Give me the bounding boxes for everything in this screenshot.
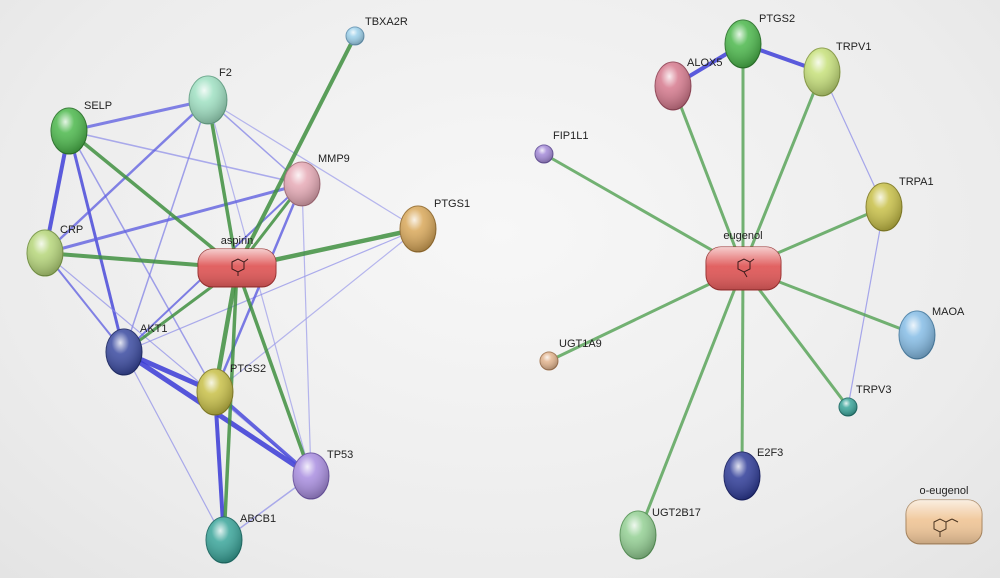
edge-aspirin-tbxa2r <box>235 35 357 269</box>
node-label: TRPA1 <box>899 176 934 188</box>
molecule-icon <box>231 258 249 276</box>
node-label: ALOX5 <box>687 57 722 69</box>
node-aspirin[interactable]: aspirin <box>197 235 277 288</box>
edge-f2-ptgs1 <box>207 99 419 230</box>
edge-eugenol-fip1l1 <box>543 152 744 270</box>
edge-crp-mmp9 <box>44 182 303 255</box>
node-selp[interactable]: SELP <box>50 100 112 155</box>
node-label: PTGS1 <box>434 198 470 210</box>
edge-eugenol-trpv3 <box>741 267 850 408</box>
node-label: PTGS2 <box>759 13 795 25</box>
node-label: MAOA <box>932 306 965 318</box>
edge-ptgs2-ptgs1 <box>214 228 419 393</box>
node-label: TRPV3 <box>856 384 891 396</box>
edge-selp-akt1 <box>67 130 126 353</box>
edge-ptgs2-abcb1 <box>213 391 226 541</box>
node-label: PTGS2 <box>230 363 266 375</box>
node-label: o-eugenol <box>920 485 969 497</box>
node-o-eugenol[interactable]: o-eugenol <box>905 485 983 545</box>
node-f2[interactable]: F2 <box>188 67 232 125</box>
node-tp53[interactable]: TP53 <box>292 449 353 500</box>
edge-eugenol-trpv1 <box>741 71 824 269</box>
node-label: TP53 <box>327 449 353 461</box>
right-network-edges <box>543 42 918 536</box>
node-label: F2 <box>219 67 232 79</box>
node-label: SELP <box>84 100 112 112</box>
edge-ptgs2-mmp9 <box>213 183 304 393</box>
node-label: MMP9 <box>318 153 350 165</box>
node-label: aspirin <box>221 235 253 247</box>
edge-akt1-abcb1 <box>123 351 225 541</box>
edge-eugenol-e2f3 <box>740 267 745 477</box>
node-label: CRP <box>60 224 83 236</box>
node-label: AKT1 <box>140 323 168 335</box>
node-label: E2F3 <box>757 447 783 459</box>
node-ptgs2-left[interactable]: PTGS2 <box>196 363 266 416</box>
edge-selp-mmp9 <box>68 130 303 185</box>
node-alox5[interactable]: ALOX5 <box>654 57 722 111</box>
molecule-icon <box>737 258 755 278</box>
edge-selp-f2 <box>68 98 209 133</box>
edge-aspirin-tp53 <box>235 267 313 477</box>
node-label: TRPV1 <box>836 41 871 53</box>
node-label: eugenol <box>723 230 762 242</box>
node-maoa[interactable]: MAOA <box>898 306 965 360</box>
node-label: UGT2B17 <box>652 507 701 519</box>
node-tbxa2r[interactable]: TBXA2R <box>345 16 408 46</box>
node-label: ABCB1 <box>240 513 276 525</box>
node-akt1[interactable]: AKT1 <box>105 323 168 376</box>
node-abcb1[interactable]: ABCB1 <box>205 513 276 564</box>
edge-aspirin-selp <box>67 129 239 270</box>
node-trpa1[interactable]: TRPA1 <box>865 176 934 232</box>
edge-akt1-ptgs1 <box>123 228 419 353</box>
node-ugt1a9[interactable]: UGT1A9 <box>539 338 602 371</box>
node-label: TBXA2R <box>365 16 408 28</box>
edge-f2-akt1 <box>123 99 209 353</box>
node-trpv3[interactable]: TRPV3 <box>838 384 891 417</box>
node-trpv1[interactable]: TRPV1 <box>803 41 871 97</box>
node-crp[interactable]: CRP <box>26 224 83 277</box>
edge-mmp9-tp53 <box>301 183 312 477</box>
node-mmp9[interactable]: MMP9 <box>283 153 350 207</box>
node-ptgs2-right[interactable]: PTGS2 <box>724 13 795 69</box>
node-label: FIP1L1 <box>553 130 588 142</box>
molecule-icon <box>933 518 959 537</box>
node-e2f3[interactable]: E2F3 <box>723 447 783 501</box>
node-label: UGT1A9 <box>559 338 602 350</box>
edge-aspirin-f2 <box>206 99 239 269</box>
node-ptgs1[interactable]: PTGS1 <box>399 198 470 253</box>
node-fip1l1[interactable]: FIP1L1 <box>534 130 588 164</box>
node-ugt2b17[interactable]: UGT2B17 <box>619 507 701 560</box>
edge-eugenol-ugt2b17 <box>636 267 745 536</box>
edge-eugenol-alox5 <box>671 85 745 269</box>
edge-trpa1-trpv3 <box>847 206 885 408</box>
edge-trpv1-trpa1 <box>821 71 885 208</box>
node-eugenol[interactable]: eugenol <box>705 230 782 291</box>
